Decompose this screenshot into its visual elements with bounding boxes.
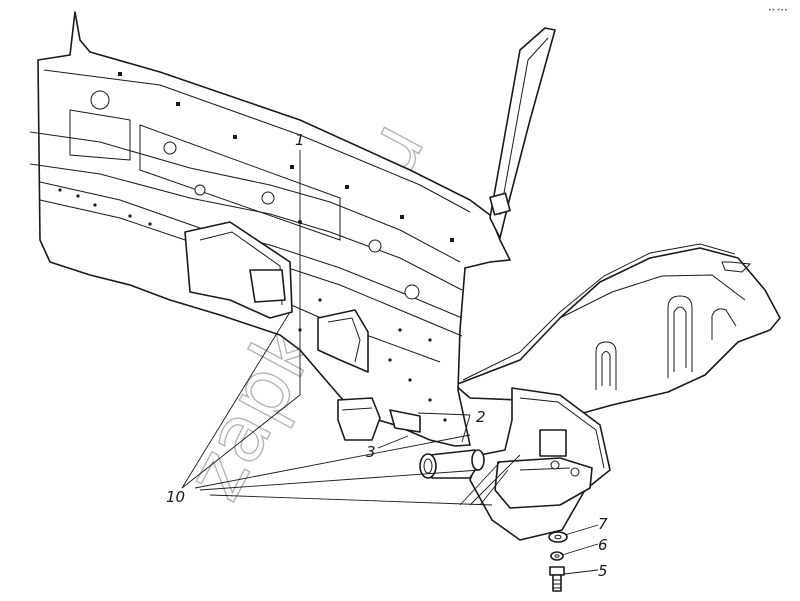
callout-7: 7 xyxy=(598,515,608,533)
fastener-stack xyxy=(548,531,568,592)
bolt-5 xyxy=(549,566,565,592)
callout-3: 3 xyxy=(366,443,376,461)
lower-bracket xyxy=(337,397,421,441)
spring-washer-6 xyxy=(550,551,564,561)
callout-2: 2 xyxy=(476,408,486,426)
callout-10: 10 xyxy=(166,488,185,506)
cab-floor-panel xyxy=(454,243,781,419)
corner-mark: •• ••• xyxy=(768,7,788,14)
callout-5: 5 xyxy=(598,562,608,580)
washer-7 xyxy=(548,531,568,543)
leader-lines xyxy=(181,150,599,575)
front-panel xyxy=(29,11,556,447)
step-bracket-assembly xyxy=(469,387,611,541)
callout-1: 1 xyxy=(295,131,305,149)
callout-6: 6 xyxy=(598,536,608,554)
